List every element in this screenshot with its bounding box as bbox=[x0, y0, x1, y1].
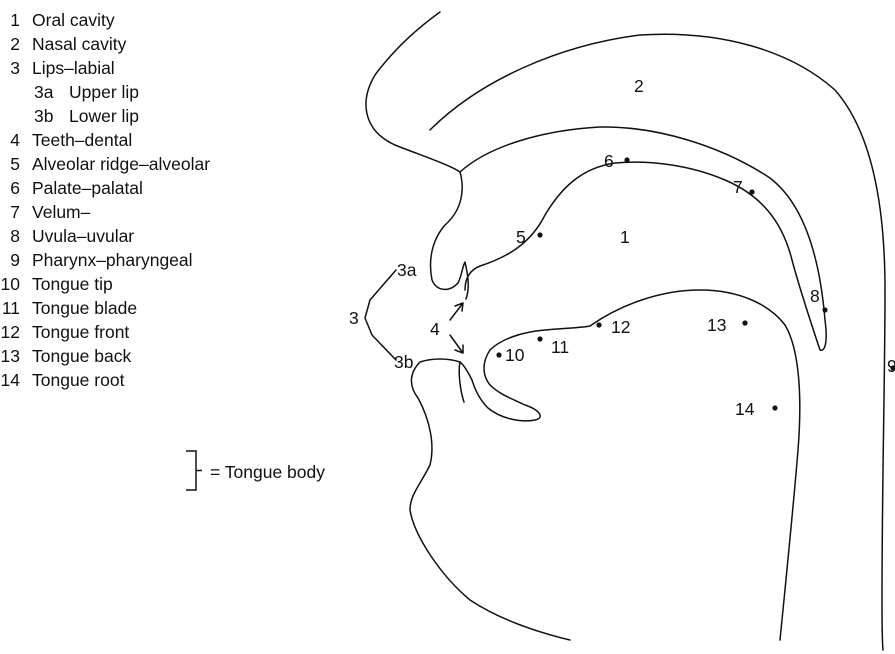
teeth-arrow-down bbox=[450, 335, 463, 353]
face-profile-upper bbox=[366, 12, 462, 289]
point-velum bbox=[749, 189, 754, 194]
point-palate bbox=[624, 157, 629, 162]
diagram-label-11: 11 bbox=[551, 337, 569, 357]
diagram-label-7: 7 bbox=[733, 177, 743, 197]
teeth-arrow-up bbox=[450, 303, 463, 320]
point-tongue-front bbox=[596, 322, 601, 327]
diagram-label-5: 5 bbox=[516, 227, 526, 247]
face-profile-lower bbox=[410, 359, 570, 640]
lower-incisor bbox=[459, 362, 472, 402]
diagram-label-4: 4 bbox=[430, 319, 440, 339]
diagram-label-13: 13 bbox=[707, 315, 726, 335]
diagram-label-1: 1 bbox=[620, 227, 630, 247]
nasal-cavity-outline bbox=[460, 127, 826, 350]
diagram-label-3b: 3b bbox=[394, 352, 413, 372]
diagram-label-10: 10 bbox=[505, 345, 525, 365]
point-tongue-back bbox=[742, 320, 747, 325]
diagram-label-6: 6 bbox=[604, 151, 614, 171]
diagram-label-14: 14 bbox=[735, 399, 755, 419]
point-tongue-blade bbox=[537, 336, 542, 341]
point-tongue-root bbox=[772, 405, 777, 410]
lips-bracket bbox=[365, 270, 396, 360]
diagram-label-2: 2 bbox=[634, 76, 644, 96]
point-tongue-tip bbox=[496, 352, 501, 357]
diagram-label-3: 3 bbox=[349, 308, 359, 328]
diagram-label-9: 9 bbox=[887, 356, 895, 376]
diagram-label-8: 8 bbox=[810, 286, 820, 306]
diagram-label-12: 12 bbox=[611, 317, 630, 337]
tongue-surface bbox=[490, 290, 800, 640]
diagram-label-3a: 3a bbox=[397, 260, 417, 280]
point-uvula bbox=[822, 307, 827, 312]
point-alveolar-ridge bbox=[537, 232, 542, 237]
